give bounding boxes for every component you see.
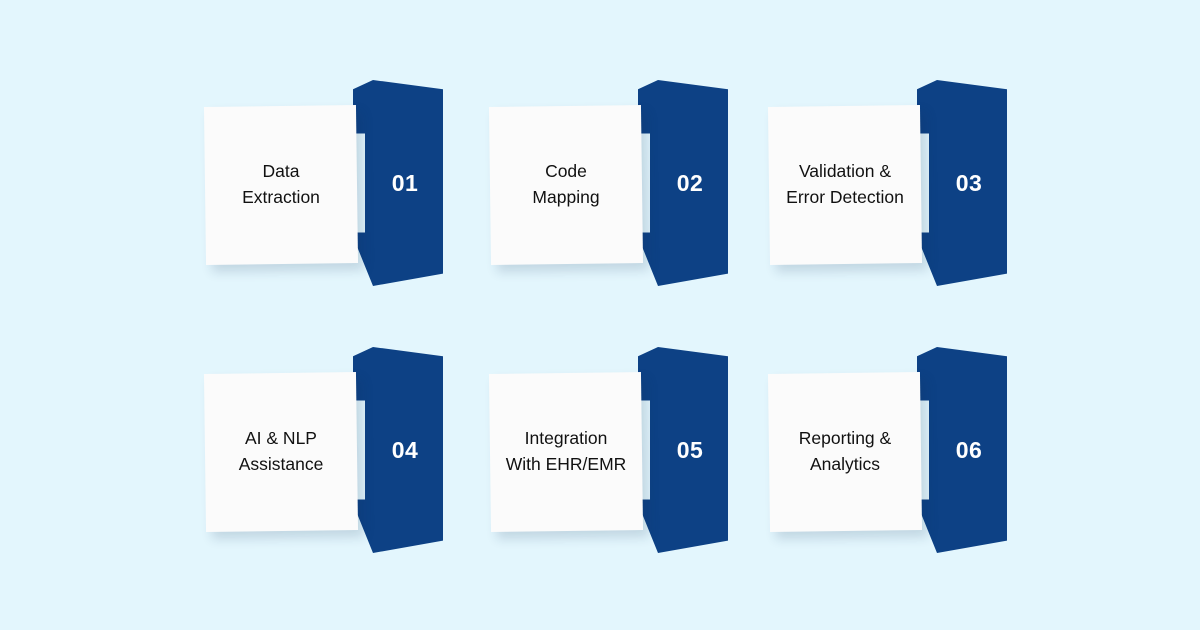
- step-card-02[interactable]: Code Mapping 02: [478, 80, 728, 295]
- step-card-05[interactable]: Integration With EHR/EMR 05: [478, 347, 728, 562]
- step-panel-04: AI & NLP Assistance: [203, 372, 359, 532]
- step-label-05: Integration With EHR/EMR: [505, 428, 627, 474]
- step-label-01: Data Extraction: [242, 161, 320, 207]
- step-panel-01: Data Extraction: [203, 105, 359, 265]
- step-panel-02: Code Mapping: [488, 105, 644, 265]
- step-card-04[interactable]: AI & NLP Assistance 04: [193, 347, 443, 562]
- step-card-06[interactable]: Reporting & Analytics 06: [757, 347, 1007, 562]
- step-label-02: Code Mapping: [532, 161, 600, 207]
- ribbon-shape-01: [353, 80, 443, 286]
- ribbon-shape-05: [638, 347, 728, 553]
- ribbon-shape-03: [917, 80, 1007, 286]
- step-panel-05: Integration With EHR/EMR: [488, 372, 644, 532]
- step-card-03[interactable]: Validation & Error Detection 03: [757, 80, 1007, 295]
- ribbon-shape-02: [638, 80, 728, 286]
- step-panel-06: Reporting & Analytics: [767, 372, 923, 532]
- step-panel-03: Validation & Error Detection: [767, 105, 923, 265]
- step-card-01[interactable]: Data Extraction 01: [193, 80, 443, 295]
- ribbon-shape-06: [917, 347, 1007, 553]
- ribbon-shape-04: [353, 347, 443, 553]
- step-label-06: Reporting & Analytics: [798, 428, 892, 474]
- step-label-04: AI & NLP Assistance: [238, 428, 324, 474]
- step-label-03: Validation & Error Detection: [786, 161, 904, 207]
